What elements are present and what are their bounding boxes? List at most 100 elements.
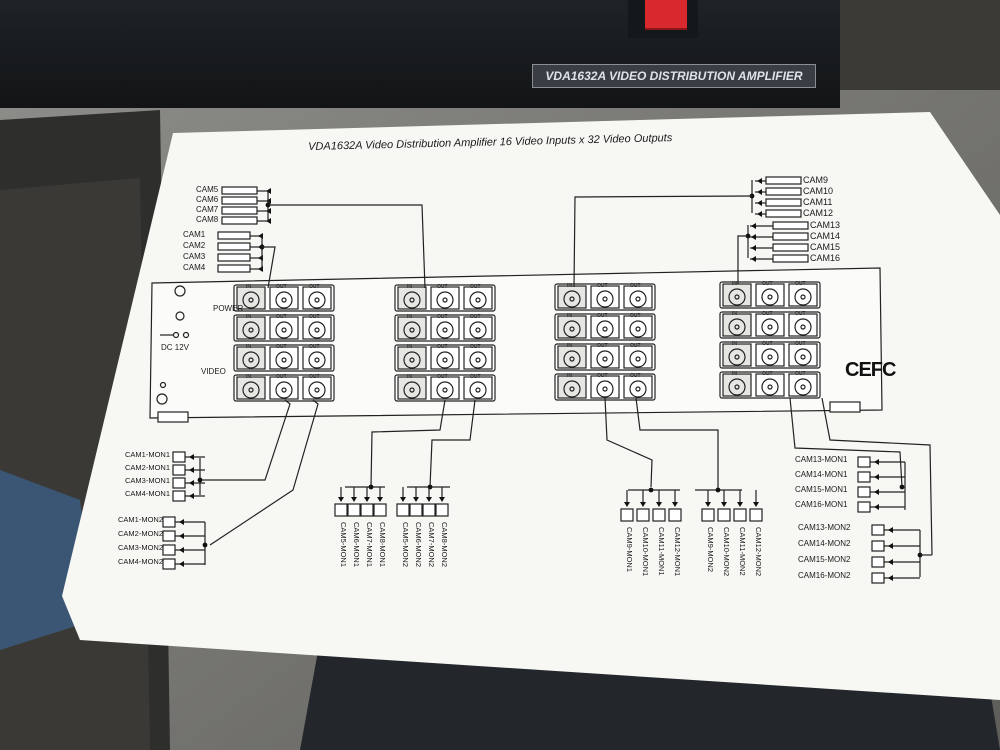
panel-foot	[157, 411, 189, 423]
port-row-4-2	[719, 311, 821, 339]
bnc-ring-icon	[761, 378, 779, 396]
output-label-mid-left: CAM8-MON2	[440, 522, 449, 568]
bnc-ring-icon	[629, 380, 647, 398]
output-label-left: CAM3-MON2	[118, 543, 164, 552]
connector-plug	[435, 503, 449, 517]
bnc-pin-icon	[635, 326, 641, 332]
port-row-3-3	[554, 343, 656, 371]
bnc-ring-icon	[596, 320, 614, 338]
port-in-label: IN	[567, 343, 572, 349]
wire-out-h	[821, 397, 933, 556]
bnc-ring-icon	[563, 350, 581, 368]
arrow-head	[751, 234, 756, 240]
connector-plug	[347, 503, 361, 517]
bnc-pin-icon	[442, 357, 448, 363]
arrow-head	[656, 502, 662, 507]
bnc-pin-icon	[248, 327, 254, 333]
bnc-ring-icon	[629, 290, 647, 308]
port-in-label: IN	[732, 371, 737, 377]
bnc-ring-icon	[242, 351, 260, 369]
output-label-left: CAM3-MON1	[125, 476, 171, 485]
dc-plus-icon	[182, 331, 190, 339]
connector-plug	[620, 508, 634, 522]
arrow-head	[179, 519, 184, 525]
bnc-ring-icon	[728, 348, 746, 366]
bnc-ring-icon	[728, 378, 746, 396]
bnc-ring-icon	[436, 321, 454, 339]
bnc-pin-icon	[569, 326, 575, 332]
output-label-left: CAM2-MON1	[125, 463, 171, 472]
arrow-head	[179, 561, 184, 567]
arrow-head	[377, 497, 383, 502]
port-out-label: OUT	[276, 344, 287, 350]
bnc-ring-icon	[403, 351, 421, 369]
bnc-pin-icon	[569, 296, 575, 302]
bnc-pin-icon	[734, 384, 740, 390]
bnc-ring-icon	[403, 291, 421, 309]
bnc-pin-icon	[442, 387, 448, 393]
port-row-3-1	[554, 283, 656, 311]
bnc-pin-icon	[248, 357, 254, 363]
output-label-left: CAM2-MON2	[118, 529, 164, 538]
bnc-ring-icon	[761, 348, 779, 366]
dc-label: DC 12V	[161, 343, 190, 352]
sheet-title: VDA1632A Video Distribution Amplifier 16…	[308, 132, 673, 153]
output-label-right: CAM13-MON2	[798, 523, 851, 532]
bnc-pin-icon	[442, 327, 448, 333]
bnc-pin-icon	[281, 297, 287, 303]
port-out-label: OUT	[309, 314, 320, 320]
output-label-left: CAM1-MON2	[118, 515, 164, 524]
bnc-ring-icon	[629, 320, 647, 338]
bnc-pin-icon	[475, 297, 481, 303]
connector-plug	[701, 508, 715, 522]
output-label-right: CAM13-MON1	[795, 455, 848, 464]
port-out-label: OUT	[276, 314, 287, 320]
arrow-head	[624, 502, 630, 507]
arrow-head	[751, 223, 756, 229]
bnc-ring-icon	[469, 291, 487, 309]
panel-foot	[829, 401, 861, 413]
input-label-right: CAM16	[810, 253, 841, 263]
port-row-3-4	[554, 373, 656, 401]
input-label-left: CAM6	[196, 195, 219, 204]
port-out-label: OUT	[470, 374, 481, 380]
arrow-head	[751, 256, 756, 262]
port-in-label: IN	[246, 314, 251, 320]
device-enclosure	[0, 0, 840, 108]
port-out-label: OUT	[597, 373, 608, 379]
port-in-label: IN	[246, 344, 251, 350]
junction-dot	[715, 487, 721, 493]
connector-plug	[396, 503, 410, 517]
port-in-label: IN	[567, 313, 572, 319]
bnc-pin-icon	[569, 356, 575, 362]
bnc-pin-icon	[635, 356, 641, 362]
wire-cam2	[262, 246, 276, 289]
bnc-ring-icon	[629, 350, 647, 368]
bnc-pin-icon	[281, 327, 287, 333]
bnc-ring-icon	[728, 318, 746, 336]
port-row-3-2	[554, 313, 656, 341]
output-label-mid-left: CAM6-MON1	[352, 522, 361, 568]
bnc-ring-icon	[761, 318, 779, 336]
wire-cam6	[268, 204, 426, 289]
bnc-pin-icon	[442, 297, 448, 303]
arrow-head	[753, 502, 759, 507]
output-label-mid-right: CAM12-MON1	[673, 527, 682, 577]
junction-dot	[202, 542, 208, 548]
output-label-right: CAM16-MON1	[795, 500, 848, 509]
port-row-2-3	[394, 344, 496, 372]
input-label-right: CAM9	[803, 175, 829, 185]
connector-plug	[668, 508, 682, 522]
output-label-mid-right: CAM9-MON1	[625, 527, 634, 573]
power-switch[interactable]	[645, 0, 687, 30]
port-in-label: IN	[567, 283, 572, 289]
bnc-ring-icon	[563, 290, 581, 308]
wire-out-e	[604, 397, 653, 488]
port-out-label: OUT	[630, 313, 641, 319]
power-switch-icon	[175, 311, 185, 321]
port-in-label: IN	[407, 314, 412, 320]
bnc-ring-icon	[308, 321, 326, 339]
input-label-right: CAM15	[810, 242, 841, 252]
power-label: POWER	[213, 304, 244, 313]
